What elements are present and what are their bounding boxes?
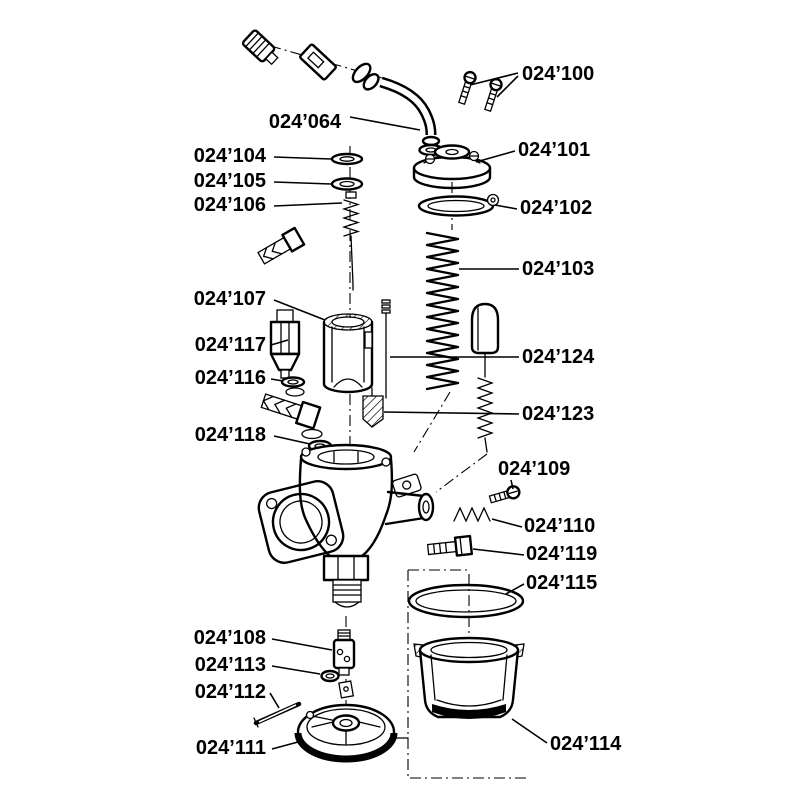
part-label-024-101: 024’101 — [518, 139, 590, 161]
idle-screw-drawing — [488, 485, 521, 504]
part-label-024-102: 024’102 — [520, 197, 592, 219]
cap-gasket-drawing — [417, 193, 500, 217]
float-pin-drawing — [253, 701, 302, 728]
part-label-024-105: 024’105 — [194, 170, 266, 192]
part-label-024-117: 024’117 — [195, 334, 266, 356]
part-label-024-114: 024’114 — [550, 733, 622, 755]
part-label-024-113: 024’113 — [195, 654, 266, 676]
cable-line-assembly-drawing — [241, 29, 444, 157]
carb-top-cap-drawing — [412, 144, 492, 190]
banjo-bolt-drawing — [426, 534, 474, 557]
sealing-washers-116-drawing — [280, 376, 306, 397]
part-label-024-106: 024’106 — [194, 194, 266, 216]
throttle-spring-drawing — [425, 231, 460, 391]
part-label-024-103: 024’103 — [522, 258, 594, 280]
needle-valve-drawing — [341, 191, 361, 291]
part-label-024-111: 024’111 — [196, 737, 266, 759]
part-label-024-119: 024’119 — [526, 543, 597, 565]
part-label-024-118: 024’118 — [195, 424, 266, 446]
part-label-024-064: 024’064 — [269, 111, 342, 133]
inlet-nipple-drawing — [257, 226, 306, 265]
washer-105-drawing — [330, 177, 364, 191]
float-bowl-drawing — [413, 636, 525, 719]
idle-spring-drawing — [453, 506, 491, 523]
leader-lines — [269, 72, 548, 750]
hose-barb-drawing — [260, 393, 322, 430]
float-drawing — [294, 703, 409, 763]
pilot-jet-drawing — [338, 680, 355, 699]
part-label-024-124: 024’124 — [522, 346, 595, 368]
part-label-024-108: 024’108 — [194, 627, 266, 649]
part-label-024-112: 024’112 — [195, 681, 266, 703]
part-label-024-116: 024’116 — [195, 367, 266, 389]
part-label-024-123: 024’123 — [522, 403, 594, 425]
starter-plunger-drawing — [470, 302, 500, 453]
throttle-slide-drawing — [322, 313, 374, 394]
part-label-024-109: 024’109 — [498, 458, 570, 480]
washer-104-drawing — [330, 152, 364, 166]
part-label-024-104: 024’104 — [194, 145, 267, 167]
needle-retainer-drawing — [362, 387, 384, 428]
jet-oring-drawing — [320, 669, 340, 683]
main-jet-drawing — [332, 629, 356, 676]
part-label-024-110: 024’110 — [524, 515, 595, 537]
part-label-024-115: 024’115 — [526, 572, 597, 594]
jet-needle-drawing — [381, 299, 391, 399]
hex-union-drawing — [269, 309, 301, 379]
part-label-024-107: 024’107 — [194, 288, 266, 310]
cap-screws-drawing — [458, 70, 503, 113]
part-labels: 024’064 024’100 024’101 024’102 024’103 … — [194, 63, 622, 759]
carburetor-body-drawing — [257, 443, 435, 608]
bowl-oring-drawing — [407, 583, 525, 619]
part-label-024-100: 024’100 — [522, 63, 594, 85]
